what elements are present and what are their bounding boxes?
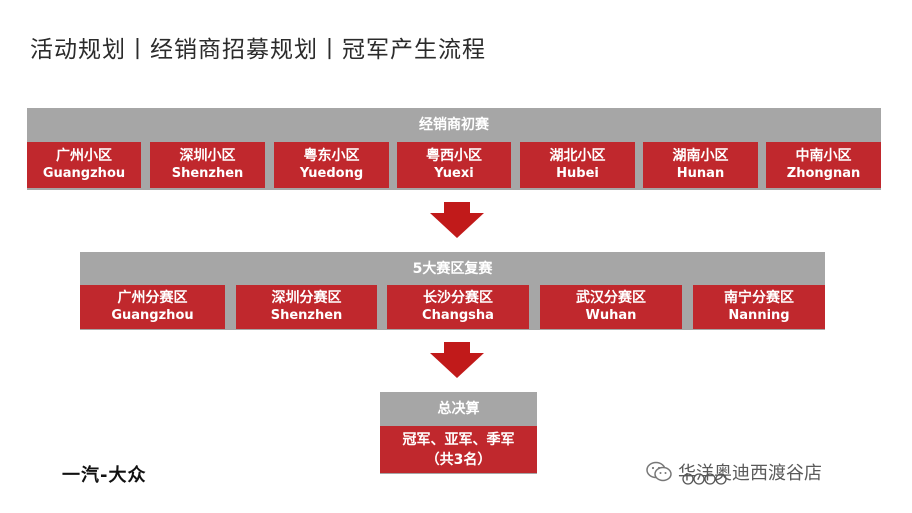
region-cn-label: 湖南小区 bbox=[672, 148, 729, 164]
region-en-label: Hubei bbox=[556, 166, 599, 181]
watermark-text: 华洋奥迪西渡谷店 bbox=[678, 463, 822, 484]
region-en-label: Yuexi bbox=[434, 166, 474, 181]
stage1-region-box: 湖南小区 Hunan bbox=[643, 142, 758, 188]
final-result-box: 冠军、亚军、季军 （共3名） bbox=[380, 426, 537, 473]
final-count-label: （共3名） bbox=[425, 451, 492, 468]
region-en-label: Shenzhen bbox=[270, 308, 343, 323]
audi-rings-logo bbox=[682, 473, 727, 485]
region-en-label: Guangzhou bbox=[42, 166, 126, 181]
region-cn-label: 广州分赛区 bbox=[117, 290, 188, 306]
region-cn-label: 中南小区 bbox=[795, 148, 852, 164]
wechat-icon bbox=[646, 461, 672, 482]
region-cn-label: 深圳小区 bbox=[179, 148, 236, 164]
stage1-region-box: 湖北小区 Hubei bbox=[520, 142, 635, 188]
stage2-region-box: 广州分赛区 Guangzhou bbox=[80, 285, 225, 329]
region-en-label: Guangzhou bbox=[111, 308, 194, 323]
slide-title: 活动规划丨经销商招募规划丨冠军产生流程 bbox=[30, 37, 486, 63]
stage3-header: 总决算 bbox=[437, 401, 480, 417]
region-en-label: Zhongnan bbox=[786, 166, 861, 181]
region-en-label: Wuhan bbox=[585, 308, 637, 323]
stage2-region-box: 南宁分赛区 Nanning bbox=[693, 285, 825, 329]
stage1-region-box: 中南小区 Zhongnan bbox=[766, 142, 881, 188]
region-cn-label: 粤西小区 bbox=[426, 148, 482, 164]
stage1-region-box: 广州小区 Guangzhou bbox=[27, 142, 141, 188]
region-en-label: Changsha bbox=[422, 308, 494, 323]
region-cn-label: 南宁分赛区 bbox=[724, 290, 794, 306]
region-cn-label: 深圳分赛区 bbox=[271, 290, 342, 306]
region-en-label: Nanning bbox=[728, 308, 790, 323]
region-cn-label: 长沙分赛区 bbox=[423, 290, 493, 306]
stage1-region-box: 粤西小区 Yuexi bbox=[397, 142, 511, 188]
final-winners-label: 冠军、亚军、季军 bbox=[402, 431, 515, 448]
stage1-header: 经销商初赛 bbox=[419, 117, 489, 133]
stage2-region-box: 长沙分赛区 Changsha bbox=[387, 285, 529, 329]
region-cn-label: 湖北小区 bbox=[549, 148, 606, 164]
region-cn-label: 武汉分赛区 bbox=[576, 290, 646, 306]
faw-vw-logo: 一汽-大众 bbox=[62, 465, 147, 486]
stage2-region-box: 武汉分赛区 Wuhan bbox=[540, 285, 682, 329]
region-cn-label: 粤东小区 bbox=[303, 148, 360, 164]
stage1-region-box: 深圳小区 Shenzhen bbox=[150, 142, 265, 188]
region-en-label: Hunan bbox=[676, 166, 725, 181]
down-arrow-icon bbox=[430, 342, 484, 378]
down-arrow-icon bbox=[430, 202, 484, 238]
wechat-watermark: 华洋奥迪西渡谷店 bbox=[646, 459, 822, 485]
region-en-label: Shenzhen bbox=[171, 166, 244, 181]
stage2-header: 5大赛区复赛 bbox=[412, 261, 493, 277]
stage2-region-box: 深圳分赛区 Shenzhen bbox=[236, 285, 377, 329]
region-cn-label: 广州小区 bbox=[56, 148, 112, 164]
region-en-label: Yuedong bbox=[299, 166, 364, 181]
stage1-region-box: 粤东小区 Yuedong bbox=[274, 142, 389, 188]
